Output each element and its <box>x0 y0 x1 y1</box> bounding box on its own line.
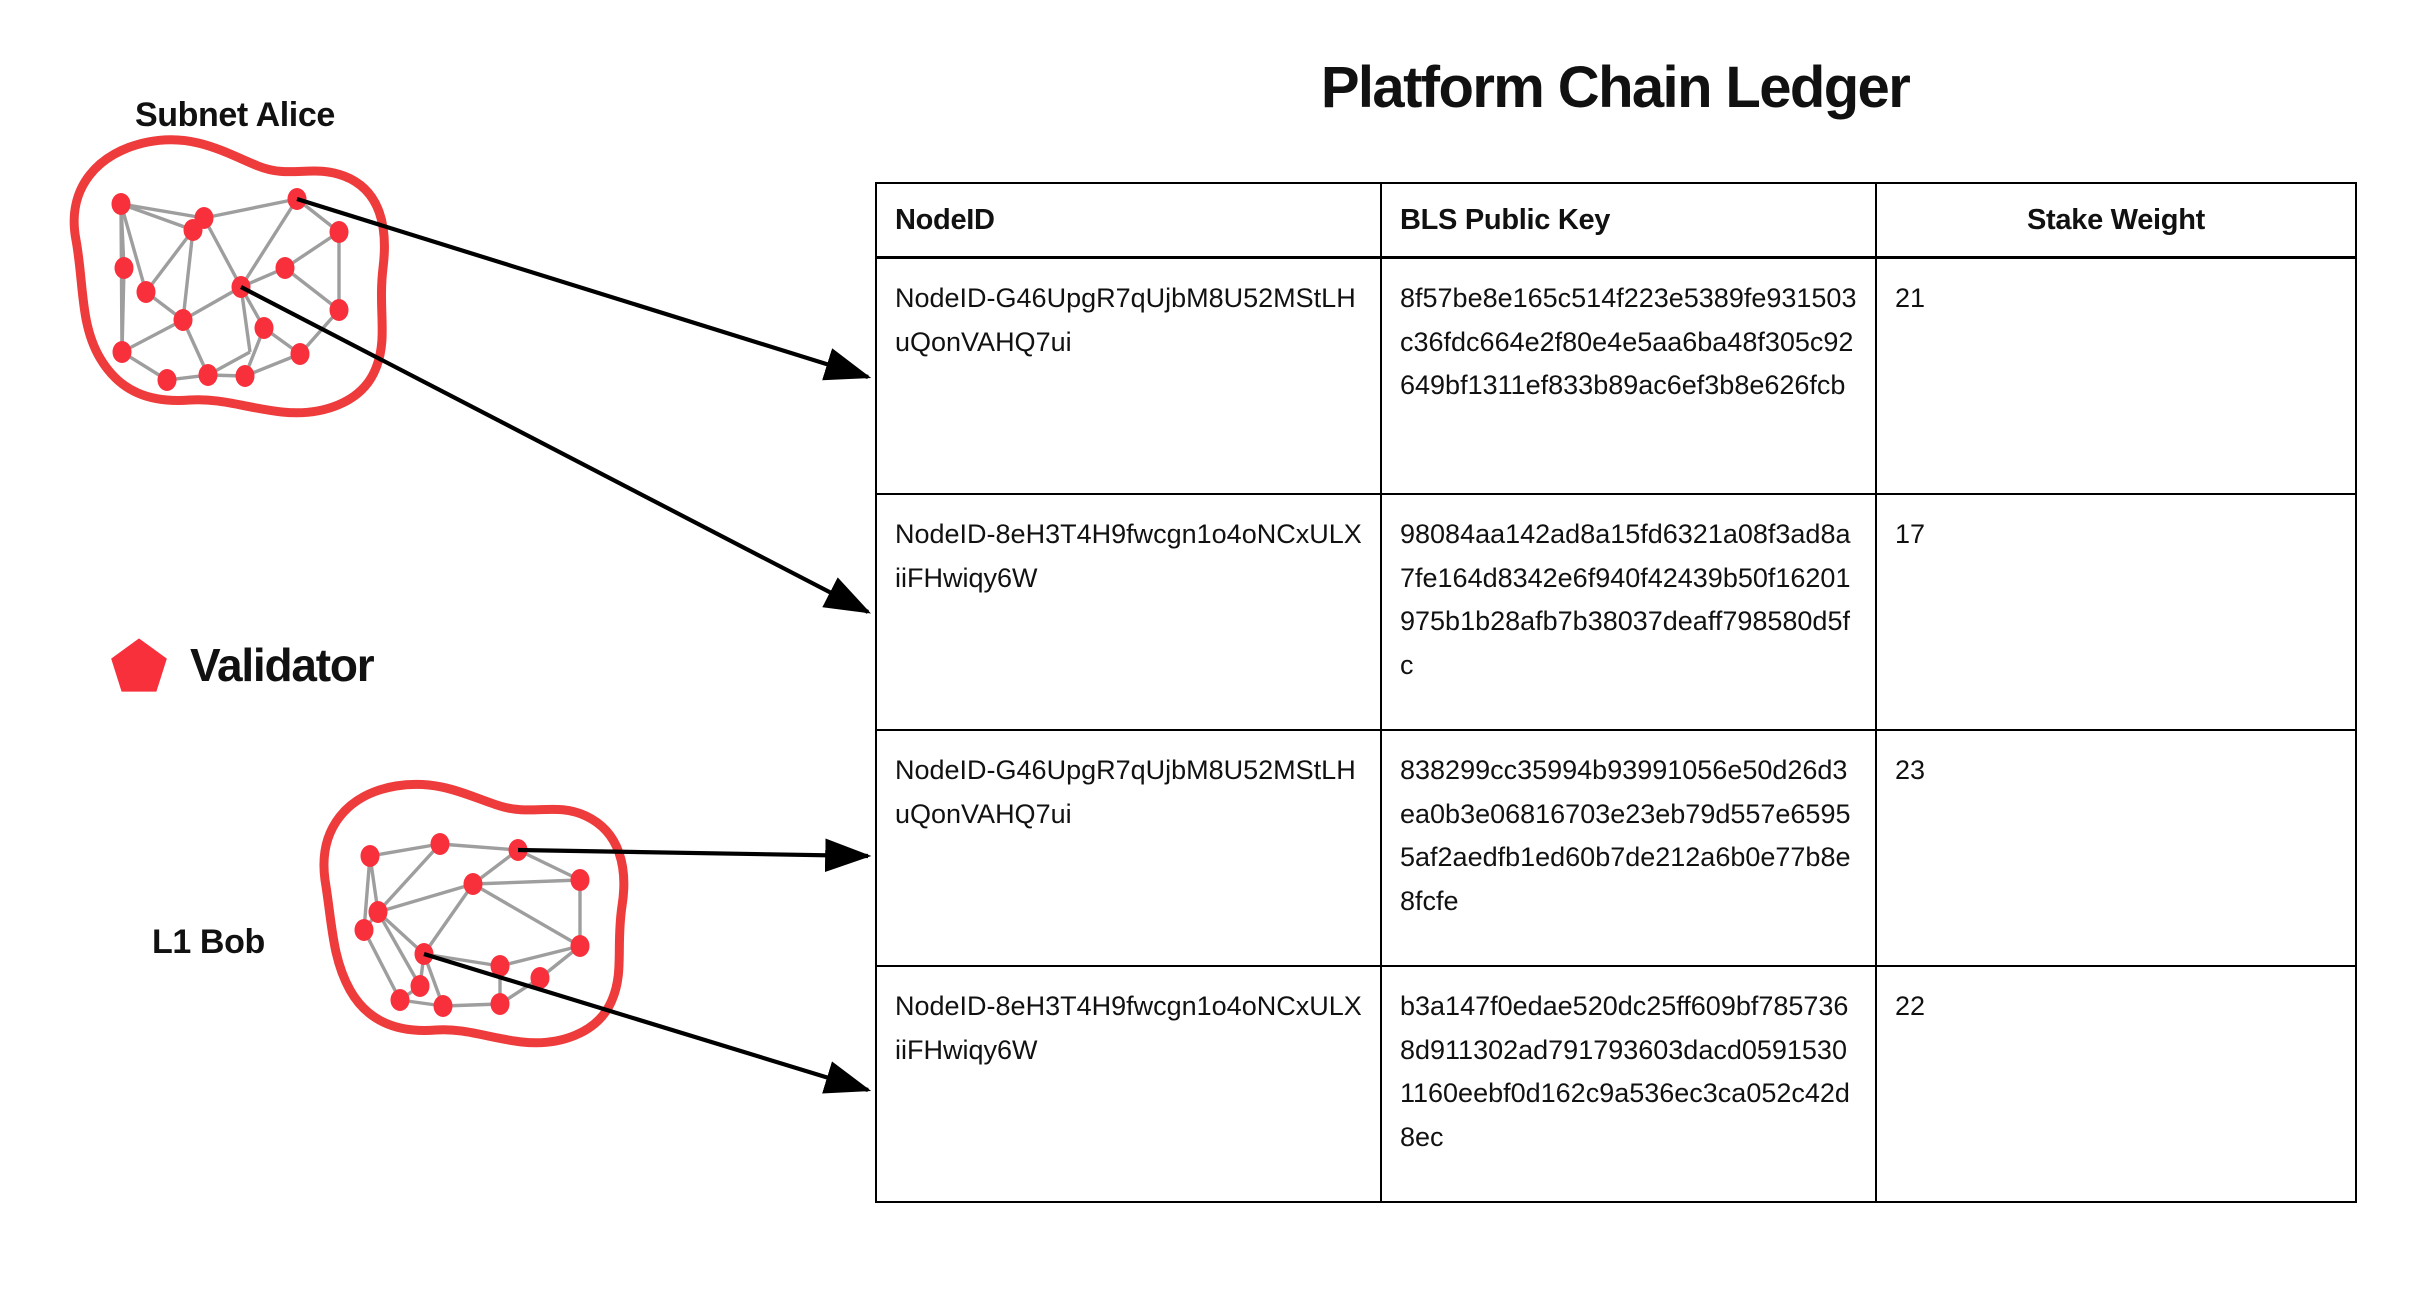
validator-legend-label: Validator <box>190 639 375 691</box>
l1-bob-label: L1 Bob <box>152 923 265 961</box>
cell-stake-weight: 21 <box>1875 256 2357 495</box>
column-header-bls-public-key: BLS Public Key <box>1380 182 1877 259</box>
cell-stake-weight: 22 <box>1875 965 2357 1203</box>
l1-bob-blob-outline <box>319 779 629 1048</box>
cell-stake-weight: 17 <box>1875 493 2357 731</box>
arrow-bob-to-row-3 <box>517 838 872 873</box>
table-header-row: NodeID BLS Public Key Stake Weight <box>875 182 2357 259</box>
subnet-alice-nodes <box>111 188 349 391</box>
cell-bls-public-key: 838299cc35994b93991056e50d26d3ea0b3e0681… <box>1380 729 1877 967</box>
subnet-alice-blob-outline <box>69 135 389 418</box>
table-row: NodeID-8eH3T4H9fwcgn1o4oNCxULXiiFHwiqy6W… <box>875 493 2357 731</box>
table-row: NodeID-G46UpgR7qUjbM8U52MStLHuQonVAHQ7ui… <box>875 729 2357 967</box>
table-row: NodeID-G46UpgR7qUjbM8U52MStLHuQonVAHQ7ui… <box>875 256 2357 495</box>
subnet-alice-label: Subnet Alice <box>135 96 335 134</box>
cell-nodeid: NodeID-8eH3T4H9fwcgn1o4oNCxULXiiFHwiqy6W <box>875 965 1382 1203</box>
pentagon-icon <box>111 638 167 692</box>
validator-legend: Validator <box>110 637 375 693</box>
cell-bls-public-key: 98084aa142ad8a15fd6321a08f3ad8a7fe164d83… <box>1380 493 1877 731</box>
column-header-stake-weight: Stake Weight <box>1875 182 2357 259</box>
page-title: Platform Chain Ledger <box>1320 55 1911 120</box>
column-header-nodeid: NodeID <box>875 182 1382 259</box>
cell-bls-public-key: b3a147f0edae520dc25ff609bf7857368d911302… <box>1380 965 1877 1203</box>
table-row: NodeID-8eH3T4H9fwcgn1o4oNCxULXiiFHwiqy6W… <box>875 965 2357 1203</box>
platform-chain-ledger-table: NodeID BLS Public Key Stake Weight NodeI… <box>875 182 2357 1203</box>
l1-bob-nodes <box>354 833 590 1017</box>
subnet-alice-group <box>69 135 389 418</box>
arrow-bob-to-row-4 <box>423 951 872 1094</box>
arrow-alice-to-row-2 <box>240 285 871 614</box>
arrow-alice-to-row-1 <box>296 196 872 381</box>
l1-bob-group <box>319 779 629 1048</box>
cell-stake-weight: 23 <box>1875 729 2357 967</box>
cell-nodeid: NodeID-8eH3T4H9fwcgn1o4oNCxULXiiFHwiqy6W <box>875 493 1382 731</box>
cell-nodeid: NodeID-G46UpgR7qUjbM8U52MStLHuQonVAHQ7ui <box>875 256 1382 495</box>
cell-nodeid: NodeID-G46UpgR7qUjbM8U52MStLHuQonVAHQ7ui <box>875 729 1382 967</box>
connector-arrows <box>240 196 872 1094</box>
cell-bls-public-key: 8f57be8e165c514f223e5389fe931503c36fdc66… <box>1380 256 1877 495</box>
